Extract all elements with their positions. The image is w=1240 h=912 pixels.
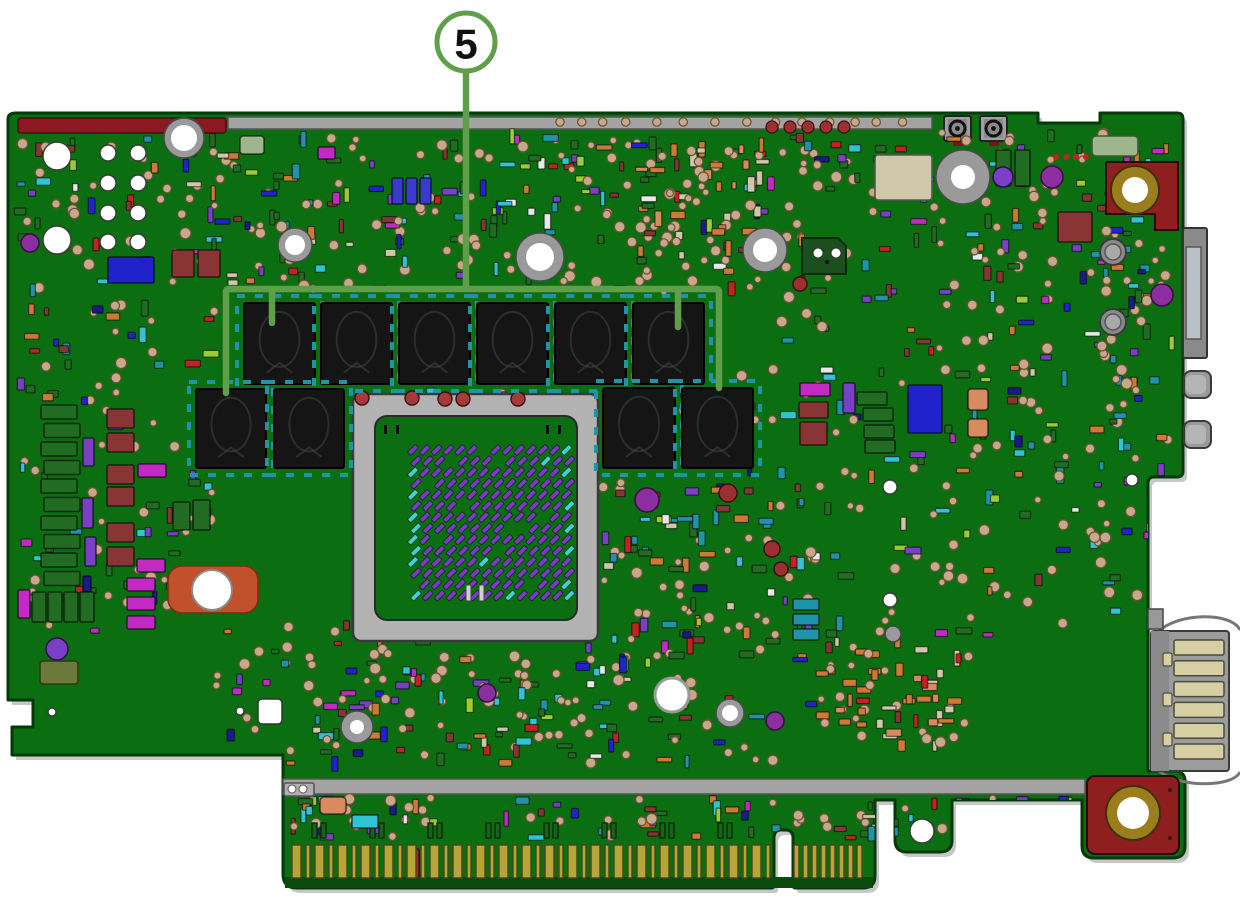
edge-connectors <box>943 115 1240 786</box>
callout-number: 5 <box>454 21 477 68</box>
bga-socket-area <box>351 390 600 643</box>
vrm-choke-bank <box>187 294 762 477</box>
callout-circle[interactable] <box>434 10 498 74</box>
callout-bracket <box>222 67 723 397</box>
callout-5[interactable]: 5 <box>222 10 723 397</box>
edge-hardware <box>17 116 1086 795</box>
screw-mount-pads <box>1086 161 1180 855</box>
bottom-gray-stiffener <box>282 778 1086 795</box>
pcie-gold-fingers <box>285 844 873 888</box>
mounting-holes <box>20 117 1174 844</box>
medium-components <box>17 135 1139 879</box>
